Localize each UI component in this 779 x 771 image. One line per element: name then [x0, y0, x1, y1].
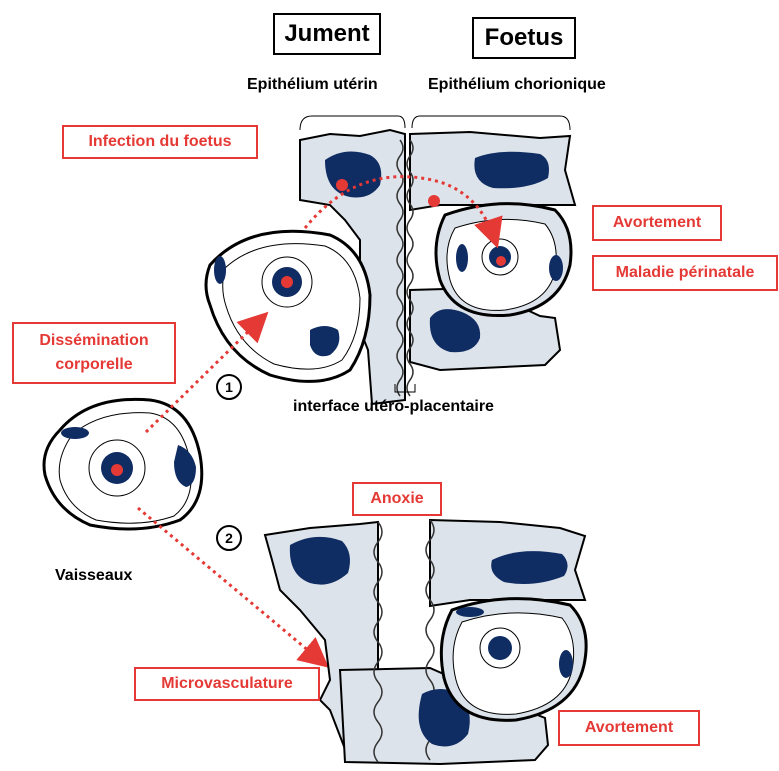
- label-infection-du-foetus: Infection du foetus: [62, 125, 258, 159]
- bracket-chorionique: [412, 116, 570, 130]
- nucleus-blob: [456, 607, 484, 617]
- label-microvasculature: Microvasculature: [134, 667, 320, 701]
- header-jument: Jument: [273, 13, 381, 55]
- placenta-top: [206, 130, 575, 404]
- step-1: 1: [216, 374, 242, 400]
- label-vaisseaux: Vaisseaux: [55, 567, 132, 585]
- pathogen-dot: [496, 256, 506, 266]
- placenta-bottom: [265, 520, 586, 764]
- label-dissemination-line1: Dissémination: [39, 329, 148, 353]
- pathogen-dot: [428, 195, 440, 207]
- label-epithelium-uterin: Epithélium utérin: [247, 76, 378, 94]
- label-dissemination: Dissémination corporelle: [12, 322, 176, 384]
- nucleus-blob: [214, 256, 226, 284]
- label-avortement-bottom: Avortement: [558, 710, 700, 746]
- step-2: 2: [216, 525, 242, 551]
- pathogen-dot: [336, 179, 348, 191]
- label-dissemination-line2: corporelle: [55, 353, 132, 377]
- nucleus-blob: [456, 244, 468, 272]
- label-epithelium-chorionique: Epithélium chorionique: [428, 76, 606, 94]
- header-foetus: Foetus: [472, 17, 576, 59]
- label-anoxie: Anoxie: [352, 482, 442, 516]
- label-interface: interface utéro-placentaire: [293, 398, 494, 416]
- nucleus-blob: [559, 650, 573, 678]
- bracket-uterin: [300, 116, 405, 130]
- nucleus-blob: [61, 427, 89, 439]
- nucleus-blob: [549, 255, 563, 281]
- nucleus-blob: [474, 152, 549, 189]
- pathogen-dot: [281, 276, 293, 288]
- label-maladie-perinatale: Maladie périnatale: [592, 255, 778, 291]
- left-vessel: [44, 399, 202, 529]
- pathogen-dot: [111, 464, 123, 476]
- label-avortement-top: Avortement: [592, 205, 722, 241]
- fetal-cell-nucleus-bottom: [488, 636, 512, 660]
